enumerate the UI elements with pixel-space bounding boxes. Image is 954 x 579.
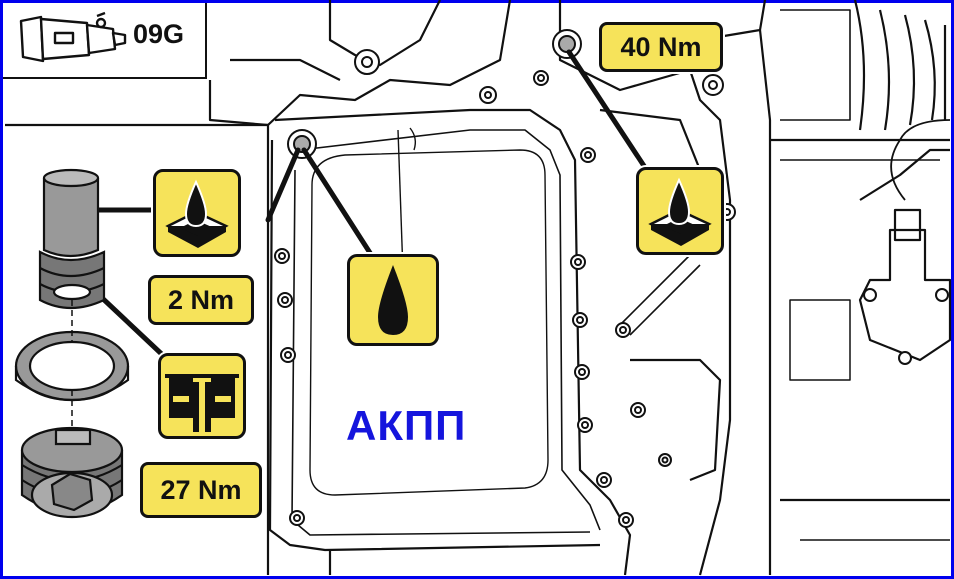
oil-level-icon — [165, 179, 229, 248]
seal-section-icon — [165, 374, 239, 432]
torque-label-top: 40 Nm — [599, 22, 723, 72]
transmission-code: 09G — [133, 19, 185, 49]
oil-drop-badge — [347, 254, 439, 346]
seal-section-badge — [158, 353, 246, 439]
header-box: 09G — [3, 3, 207, 79]
torque-label-plug: 27 Nm — [140, 462, 262, 518]
torque-label-cap: 2 Nm — [148, 275, 254, 325]
oil-level-icon — [648, 177, 712, 246]
oil-drop-icon — [378, 265, 408, 335]
oil-level-badge-left — [153, 169, 241, 257]
oil-level-badge-right — [636, 167, 724, 255]
transmission-icon — [19, 11, 127, 63]
part-name-label: АКПП — [346, 402, 467, 449]
